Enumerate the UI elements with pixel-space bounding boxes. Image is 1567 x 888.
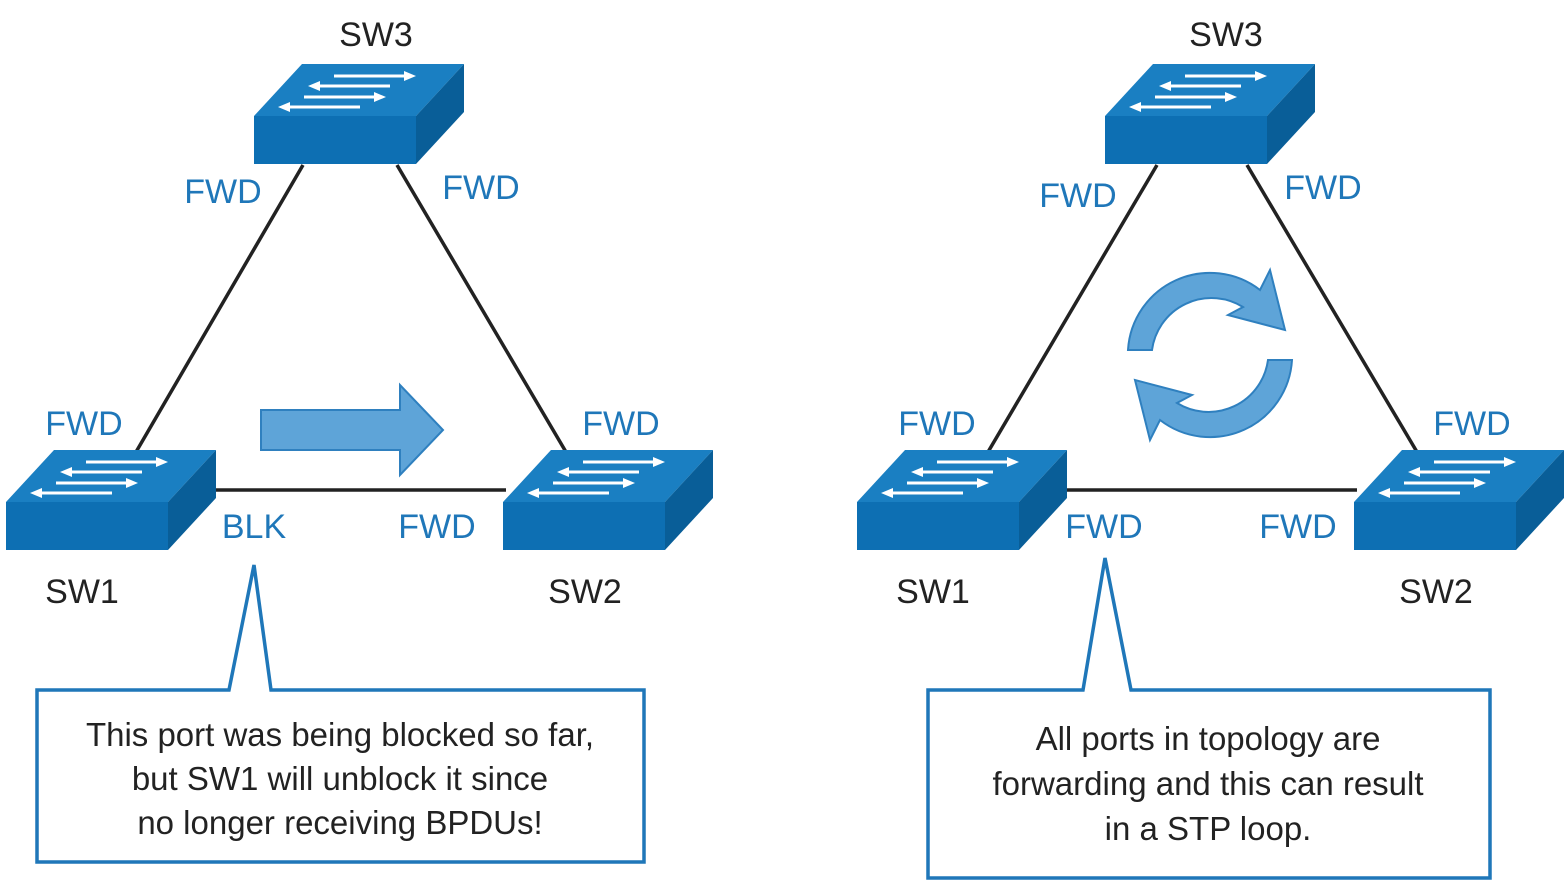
circular-loop-icon [1126,267,1294,443]
callout-line-3: no longer receiving BPDUs! [137,804,542,841]
sw3-name: SW3 [1189,16,1263,54]
sw1-switch-icon [855,448,1069,552]
sw2-switch-icon [501,448,715,552]
link-sw3-sw2 [1245,164,1419,453]
sw1-name: SW1 [45,573,119,611]
link-sw3-sw1 [986,164,1159,453]
link-sw3-sw1 [134,164,305,453]
callout-line-1: All ports in topology are [1036,720,1381,757]
sw2-switch-icon [1352,448,1566,552]
callout-box [926,557,1492,880]
sw3-switch-icon [1103,62,1317,166]
sw2-port-up: FWD [582,405,659,443]
sw1-port-up: FWD [45,405,122,443]
right-arrow-icon [260,382,445,478]
sw3-switch-icon [252,62,466,166]
sw1-port-up: FWD [898,405,975,443]
sw2-port-left: FWD [1259,508,1336,546]
sw3-port-left: FWD [184,173,261,211]
sw3-name: SW3 [339,16,413,54]
sw2-port-left: FWD [398,508,475,546]
callout-line-2: but SW1 will unblock it since [132,760,548,797]
link-sw3-sw2 [395,164,568,453]
sw1-port-right: FWD [1065,508,1142,546]
sw1-switch-icon [4,448,218,552]
sw2-name: SW2 [548,573,622,611]
sw1-port-right: BLK [222,508,287,546]
right-topology: SW3 SW1 SW2 FWD FWD FWD FWD FWD FWD All … [855,16,1566,880]
sw2-port-up: FWD [1433,405,1510,443]
left-topology: SW3 SW1 SW2 FWD FWD FWD BLK FWD FWD This… [4,16,715,864]
callout-line-3: in a STP loop. [1105,810,1312,847]
sw1-name: SW1 [896,573,970,611]
sw3-port-left: FWD [1039,177,1116,215]
sw3-port-right: FWD [442,169,519,207]
sw3-port-right: FWD [1284,169,1361,207]
callout-line-1: This port was being blocked so far, [86,716,594,753]
sw2-name: SW2 [1399,573,1473,611]
callout-box [35,564,646,864]
callout-line-2: forwarding and this can result [992,765,1423,802]
